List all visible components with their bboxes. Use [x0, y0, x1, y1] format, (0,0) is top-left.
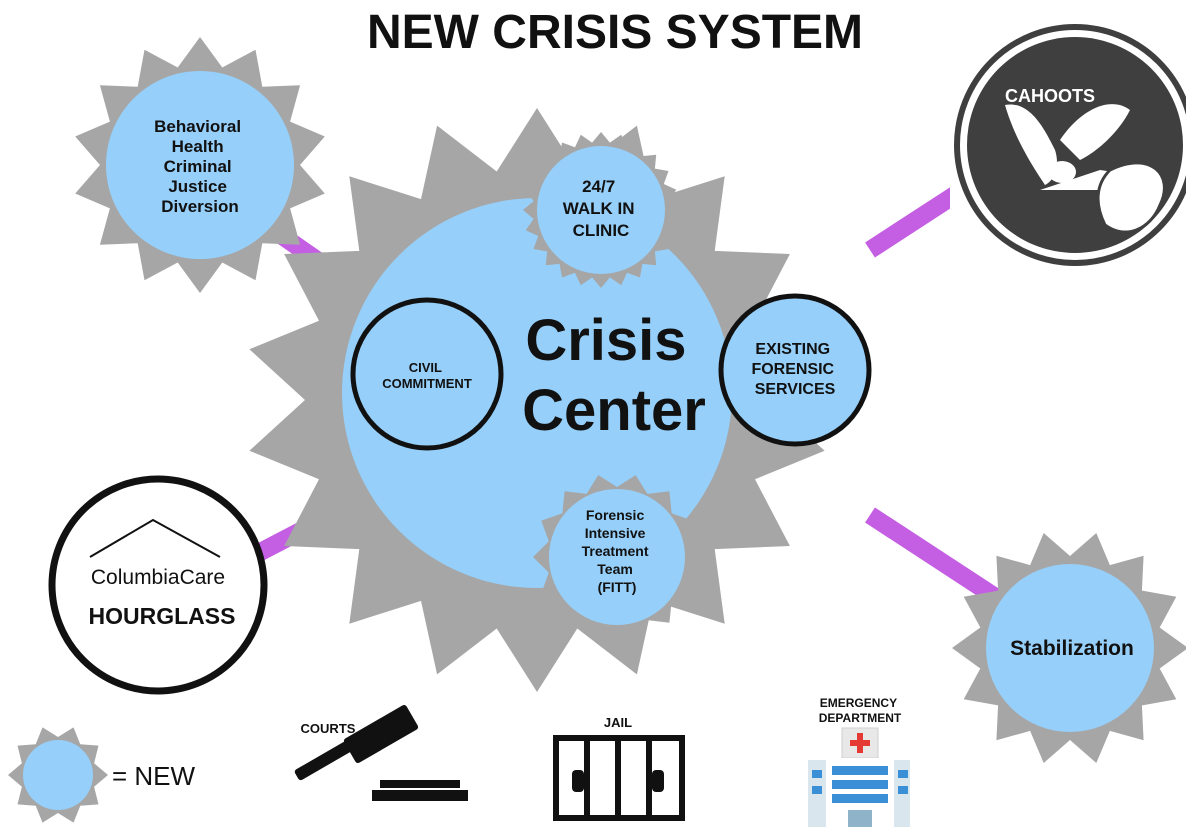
- hourglass-circle: [48, 475, 268, 695]
- gavel-icon: [294, 704, 468, 801]
- civil-line: CIVIL: [409, 360, 442, 375]
- fitt-line: Forensic: [586, 507, 645, 523]
- jail-bars-icon: [553, 735, 685, 821]
- civil-commitment-label: CIVIL COMMITMENT: [382, 360, 472, 391]
- emergency-line: EMERGENCY: [820, 696, 897, 710]
- emergency-line: DEPARTMENT: [819, 711, 902, 725]
- cahoots-logo: CAHOOTS: [950, 24, 1186, 270]
- walk-in-clinic-circle: [537, 146, 665, 274]
- forensic-line: EXISTING: [755, 341, 830, 358]
- bhcjd-circle: [106, 71, 294, 259]
- hands-icon: [572, 770, 664, 792]
- jail-group: JAIL: [553, 715, 685, 821]
- fitt-circle: [549, 489, 685, 625]
- jail-label: JAIL: [604, 715, 632, 730]
- fitt-line: (FITT): [598, 579, 637, 595]
- forensic-line: SERVICES: [755, 381, 836, 398]
- forensic-services-circle: [718, 293, 872, 447]
- bhcjd-line: Health: [172, 137, 224, 156]
- courts-group: COURTS: [294, 704, 468, 801]
- forensic-services-label: EXISTING FORENSIC SERVICES: [751, 341, 838, 398]
- walk-in-line: CLINIC: [573, 221, 630, 240]
- columbiacare-brand: ColumbiaCare: [91, 566, 225, 589]
- connector-stabilization: [865, 507, 1005, 608]
- bhcjd-line: Justice: [168, 177, 227, 196]
- bhcjd-label: Behavioral Health Criminal Justice Diver…: [154, 117, 246, 216]
- fitt-line: Treatment: [582, 543, 649, 559]
- forensic-line: FORENSIC: [751, 361, 834, 378]
- stabilization-circle: [986, 564, 1154, 732]
- hourglass-logo: ColumbiaCare HOURGLASS: [48, 475, 268, 695]
- civil-line: COMMITMENT: [382, 376, 472, 391]
- fitt-line: Team: [597, 561, 633, 577]
- legend-label: = NEW: [112, 761, 196, 791]
- hourglass-label: HOURGLASS: [89, 603, 236, 629]
- emergency-label: EMERGENCY DEPARTMENT: [819, 696, 902, 725]
- diagram-title: NEW CRISIS SYSTEM: [367, 6, 863, 59]
- legend-circle: [23, 740, 93, 810]
- civil-commitment-circle: [350, 297, 504, 451]
- walk-in-clinic-label: 24/7 WALK IN CLINIC: [563, 177, 640, 240]
- bhcjd-line: Diversion: [161, 197, 238, 216]
- hospital-icon: [808, 727, 910, 827]
- fitt-label: Forensic Intensive Treatment Team (FITT): [582, 507, 653, 595]
- crisis-center-line: Center: [522, 378, 706, 443]
- bhcjd-line: Behavioral: [154, 117, 241, 136]
- bhcjd-line: Criminal: [164, 157, 232, 176]
- emergency-group: EMERGENCY DEPARTMENT: [808, 696, 910, 827]
- roof-icon: [89, 518, 221, 558]
- courts-label: COURTS: [301, 721, 356, 736]
- stabilization-label: Stabilization: [1010, 637, 1134, 660]
- fitt-line: Intensive: [585, 525, 646, 541]
- crisis-center-label: Crisis Center: [522, 308, 706, 443]
- walk-in-line: 24/7: [582, 177, 615, 196]
- walk-in-line: WALK IN: [563, 199, 635, 218]
- cahoots-label: CAHOOTS: [1005, 86, 1095, 106]
- crisis-center-line: Crisis: [525, 308, 686, 373]
- leaf-icon: [1096, 161, 1166, 234]
